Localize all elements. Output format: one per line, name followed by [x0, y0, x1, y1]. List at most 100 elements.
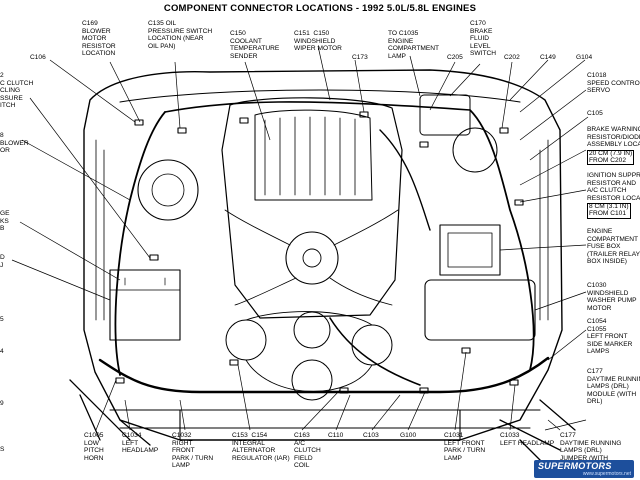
leader-c173: [354, 59, 365, 113]
label-line: ASSEMBLY LOCA: [587, 141, 640, 149]
fender-side-lines: [95, 139, 549, 321]
label-line: S: [0, 446, 5, 453]
label-line: ENGINE: [388, 37, 414, 45]
fuse-box-cover: [447, 232, 493, 268]
leader-c205: [429, 61, 456, 111]
leader-lp2: [21, 139, 131, 201]
label-line: C163: [294, 432, 310, 439]
heater-hose: [379, 129, 431, 231]
label-line: C153 C154: [232, 432, 268, 439]
label-line: C1005: [84, 432, 104, 439]
label-line: FUSE BOX: [587, 243, 621, 251]
label-line: C151 C150: [294, 30, 330, 37]
leader-brake-warn: [519, 149, 587, 186]
label-line: CLING: [0, 87, 21, 95]
label-line: ALTERNATOR: [232, 447, 276, 455]
leader-c135: [174, 61, 181, 129]
leader-c1034: [124, 399, 131, 431]
distance-line: 8 cm (3.1 IN): [589, 203, 629, 211]
label-line: KS: [0, 217, 9, 225]
label-line: C1032: [172, 432, 192, 439]
distance-box: 20 cm (7.9 IN)FROM C202: [587, 149, 635, 166]
label-c173: C173: [352, 54, 368, 62]
label-c106: C106: [30, 54, 46, 62]
label-line: C1018: [587, 72, 607, 79]
leader-c1005: [95, 379, 117, 431]
label-line: C135 OIL: [148, 20, 177, 27]
label-line: HEADLAMP: [122, 447, 159, 455]
label-line: JUMPER (WITH: [560, 454, 608, 462]
label-line: TEMPERATURE: [230, 45, 280, 53]
label-line: OIL PAN): [148, 42, 176, 50]
leader-c150: [244, 61, 271, 141]
leader-c1054: [547, 329, 587, 361]
label-line: PARK / TURN: [172, 454, 214, 462]
master-cylinder: [419, 94, 471, 136]
water-pump-pulley: [293, 311, 331, 349]
harness-branch-right: [469, 109, 535, 371]
leader-c169: [109, 61, 141, 123]
label-line: C170: [470, 20, 486, 27]
air-cleaner-inner: [151, 173, 185, 207]
label-line: IGNITION SUPPRE: [587, 172, 640, 179]
label-line: 5: [0, 316, 4, 323]
label-line: RESISTOR/DIODE: [587, 133, 640, 141]
label-line: C1034: [122, 432, 142, 439]
label-line: WINDSHIELD: [294, 37, 336, 45]
label-line: C173: [352, 54, 368, 61]
label-line: C1030: [587, 282, 607, 289]
label-line: DAYTIME RUNNING: [587, 375, 640, 383]
label-c103: C103: [363, 432, 379, 440]
label-line: DAYTIME RUNNING: [560, 439, 622, 447]
label-line: C169: [82, 20, 98, 27]
label-line: HORN: [84, 454, 104, 462]
label-line: SIDE MARKER: [587, 340, 633, 348]
label-line: LEVEL: [470, 42, 491, 50]
diagram-title: COMPONENT CONNECTOR LOCATIONS - 1992 5.0…: [163, 3, 477, 14]
label-line: SERVO: [587, 87, 610, 95]
firewall-line: [119, 89, 521, 103]
leader-c153: [237, 364, 251, 431]
radiator-support: [109, 409, 541, 441]
label-line: BLOWER: [82, 27, 111, 35]
label-line: REGULATOR (IAR): [232, 454, 290, 462]
label-line: FLUID: [470, 35, 490, 43]
brake-booster: [452, 127, 498, 173]
label-line: C1031: [444, 432, 464, 439]
label-c110: C110: [328, 432, 343, 440]
intake-manifold: [254, 109, 373, 201]
label-line: LOCATION: [82, 50, 116, 58]
leader-lp4: [11, 259, 111, 301]
washer-reservoir: [424, 279, 536, 341]
label-line: LEFT HEADLAMP: [500, 439, 555, 447]
label-g100: G100: [400, 432, 416, 440]
fuse-box: [439, 224, 501, 276]
label-line: C CLUTCH: [0, 79, 34, 87]
label-line: 2: [0, 72, 4, 79]
label-line: FIELD: [294, 454, 313, 462]
leader-c177b: [547, 419, 561, 431]
distance-box: 8 cm (3.1 IN)FROM C101: [587, 203, 631, 219]
label-line: WASHER PUMP: [587, 297, 637, 305]
leader-fusebox: [499, 244, 587, 251]
upper-radiator-hose: [329, 317, 421, 386]
leader-c1032: [179, 399, 186, 431]
label-line: SPEED CONTROL: [587, 79, 640, 87]
distributor-center: [302, 248, 322, 268]
label-line: ITCH: [0, 102, 16, 110]
label-line: J: [0, 261, 4, 269]
leader-ign: [519, 189, 587, 203]
label-line: RIGHT: [172, 439, 193, 447]
label-line: C105: [587, 110, 603, 117]
label-line: LAMP: [444, 454, 462, 462]
